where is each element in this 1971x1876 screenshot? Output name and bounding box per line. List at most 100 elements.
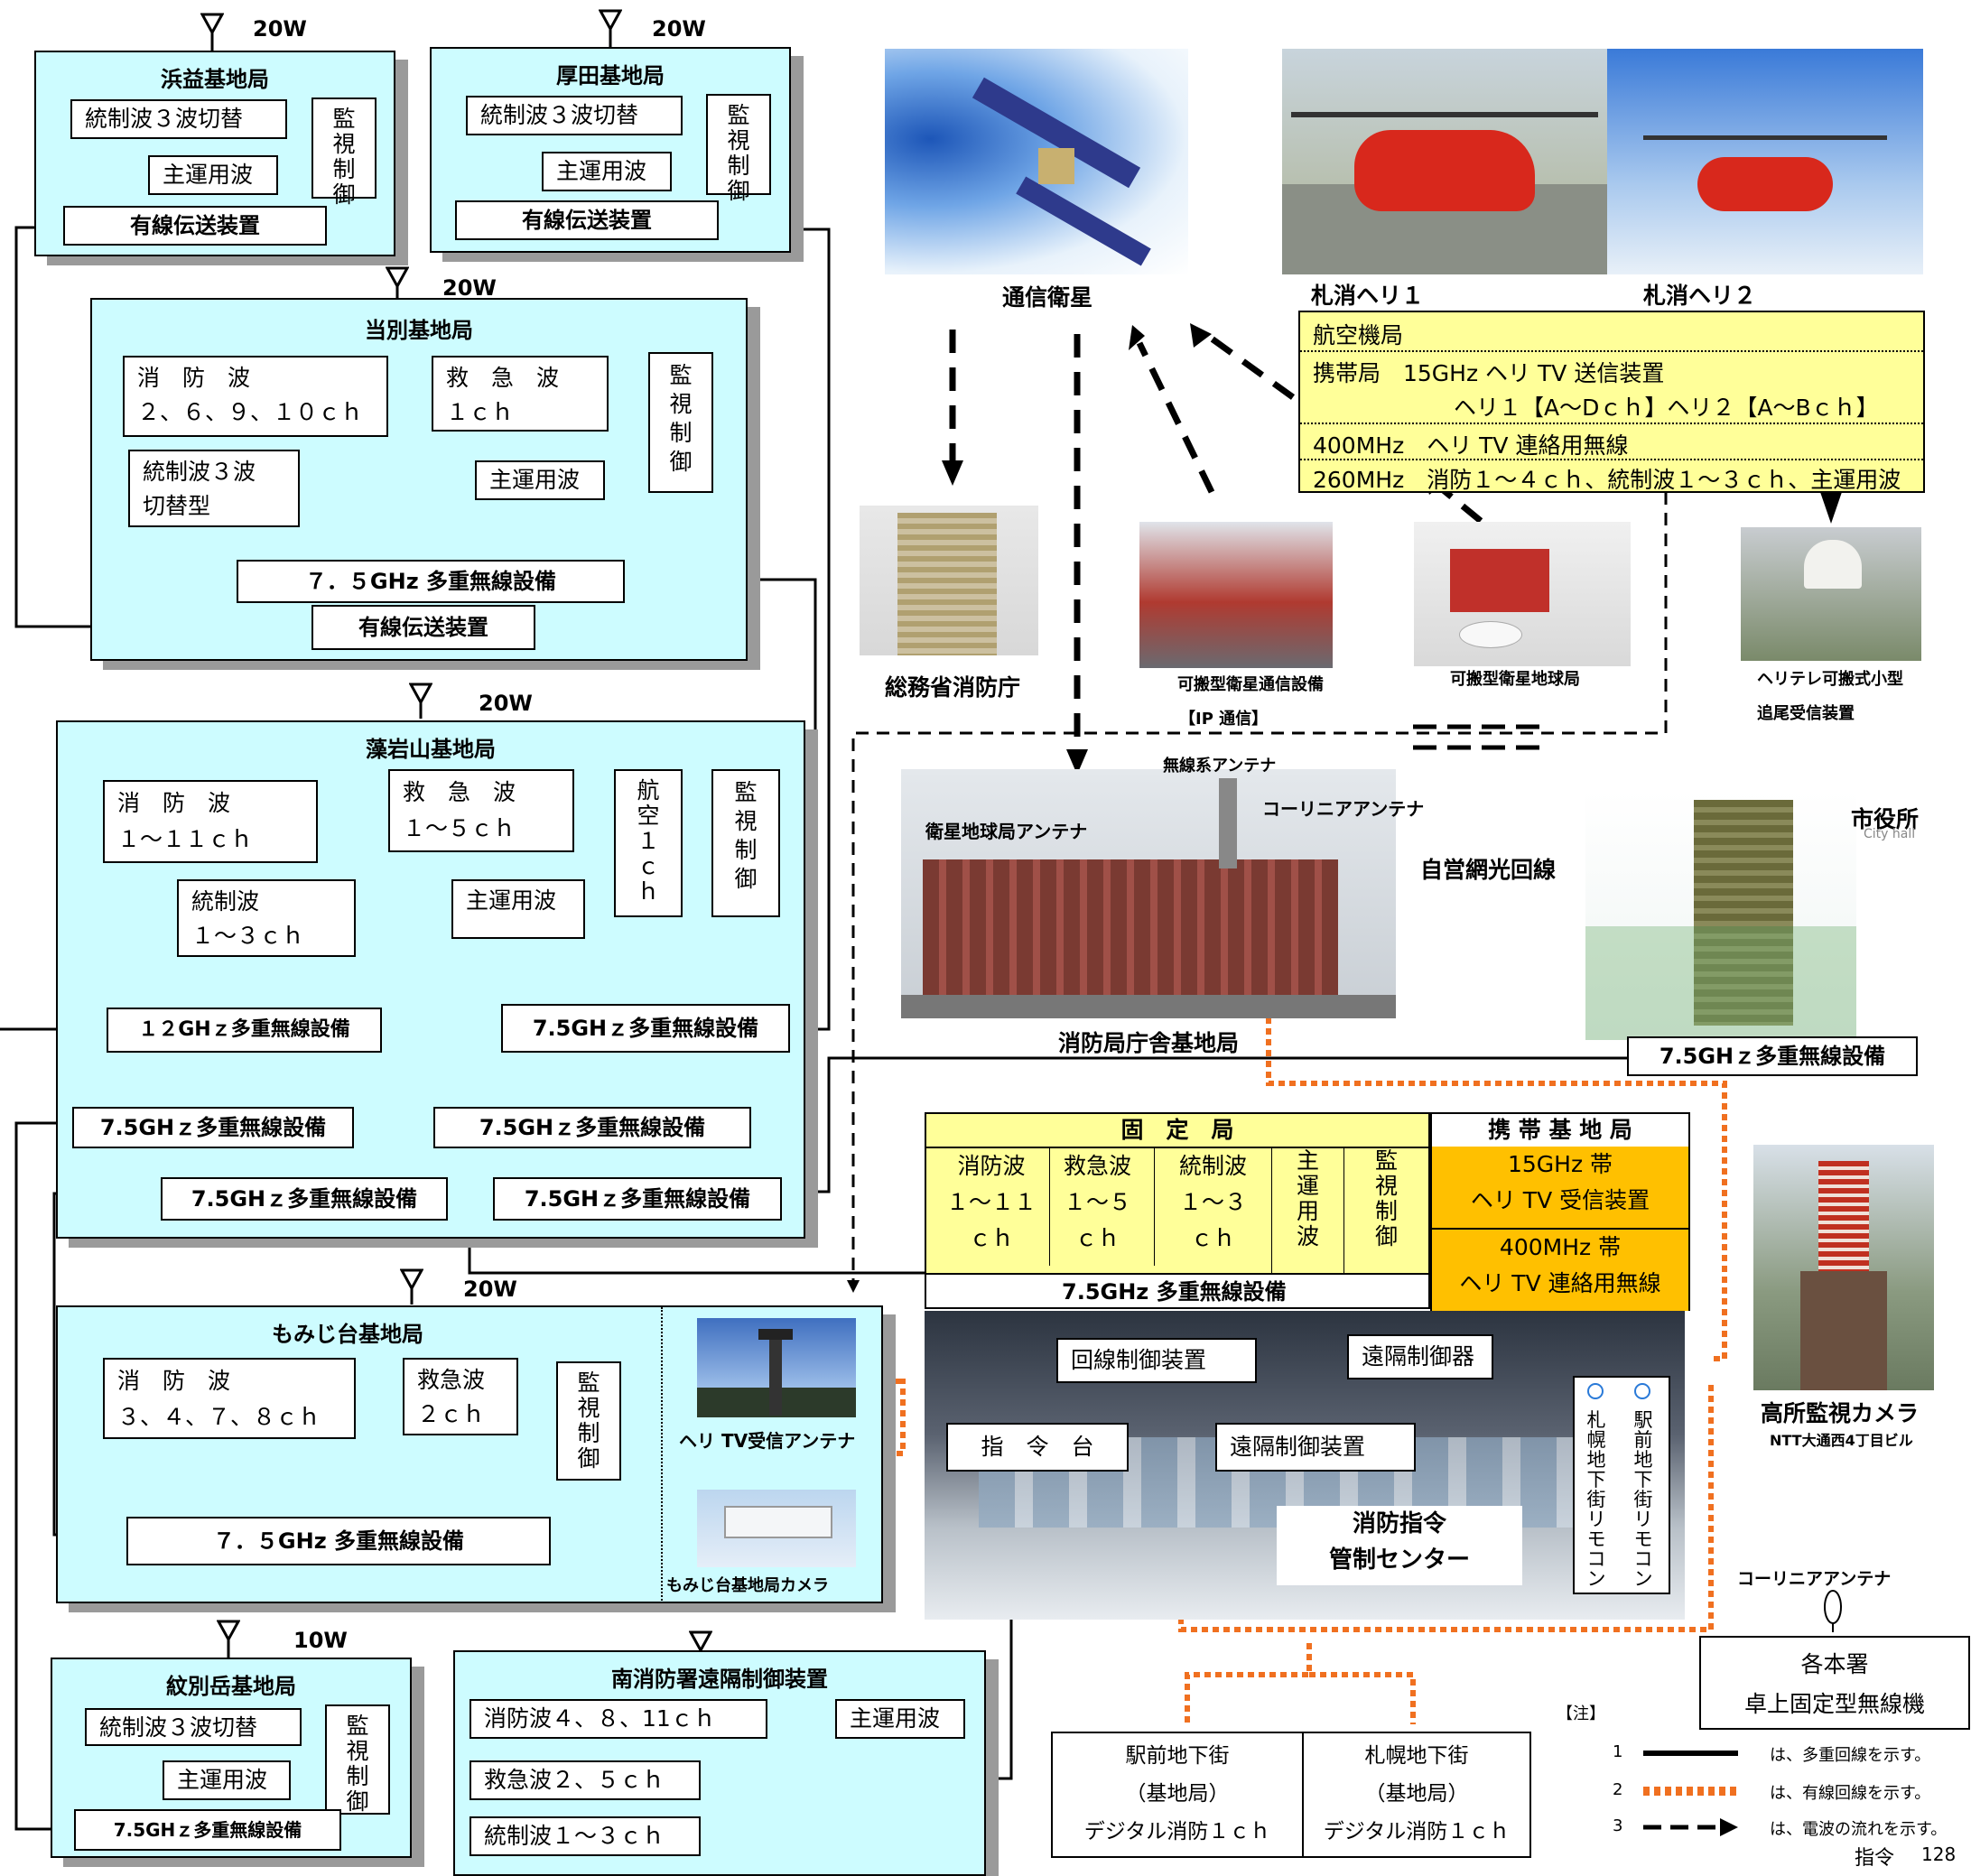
heli2-label: 札消ヘリ２ (1643, 283, 1757, 309)
aviation-wave-box: 航 空 １ ｃ ｈ (614, 769, 683, 917)
sat-antenna-label: 衛星地球局アンテナ (925, 821, 1088, 842)
main-wave-box: 主運用波 (148, 155, 278, 195)
fixed-fire-cell: 消防波 １～１１ ｃｈ (945, 1153, 1037, 1251)
station-title: 当別基地局 (365, 318, 473, 343)
antenna-icon (216, 1620, 241, 1658)
fixed-station-panel: 固 定 局 (925, 1112, 1430, 1275)
portable-sat-sub-label: 【IP 通信】 (1179, 710, 1269, 729)
line-control-device: 回線制御装置 (1056, 1338, 1257, 1383)
toseiha-sub-label: 切替型 (143, 493, 211, 519)
toseiha-box: 統制波 １～３ｃｈ (177, 879, 356, 957)
ekimae-channel: デジタル消防１ｃｈ (1083, 1820, 1271, 1843)
portable-sat-photo (1139, 522, 1333, 668)
city-hall-microwave-box: 7.5GHｚ多重無線設備 (1627, 1036, 1918, 1076)
microwave-box: 7.5GHｚ多重無線設備 (493, 1177, 782, 1221)
monitor-control-box: 監 視 制 御 (706, 94, 771, 204)
heli2-photo (1607, 49, 1923, 274)
command-center-name: 消防指令 管制センター (1277, 1506, 1522, 1585)
portable-sat-label: 可搬型衛星通信設備 (1177, 675, 1324, 694)
page-label: 指令 (1855, 1847, 1895, 1870)
fire-wave-label: 消 防 波 (137, 365, 251, 391)
ekimae-underground-remocon: 駅 前 地 下 街 リ モ コ ン (1633, 1409, 1653, 1590)
mobile-400mhz-band: 400MHz 帯 (1499, 1234, 1622, 1260)
satellite-photo (885, 49, 1188, 274)
mobile-15ghz-cell: 15GHz 帯 ヘリ TV 受信装置 (1432, 1147, 1688, 1230)
power-label: 20W (442, 275, 497, 301)
mobile-15ghz-band: 15GHz 帯 (1507, 1151, 1613, 1177)
remote-controller: 遠隔制御器 (1347, 1334, 1493, 1379)
ekimae-cell: 駅前地下街 （基地局） デジタル消防１ｃｈ (1053, 1733, 1304, 1856)
power-label: 10W (293, 1628, 348, 1653)
fire-wave-label: 消 防 波 (117, 790, 231, 816)
toseiha-channels: １～３ｃｈ (191, 923, 305, 949)
camera-tower-sub-label: NTT大通西4丁目ビル (1770, 1432, 1913, 1449)
ambulance-wave-box: 救 急 波 １ｃｈ (432, 356, 609, 432)
collinear-antenna-label: コーリニアアンテナ (1262, 798, 1425, 820)
legend-text-1: は、多重回線を示す。 (1770, 1746, 1931, 1765)
wired-transmission-box: 有線伝送装置 (311, 605, 535, 650)
mobile-400mhz-device: ヘリ TV 連絡用無線 (1459, 1270, 1661, 1296)
page-number: 128 (1921, 1843, 1957, 1865)
fdma-label: 総務省消防庁 (885, 674, 1021, 701)
fire-wave-label: 消 防 波 (117, 1368, 231, 1394)
fire-wave-box: 消 防 波 ２、６、９、１０ｃｈ (123, 356, 388, 437)
command-console: 指 令 台 (946, 1423, 1129, 1472)
ambulance-wave-channels: １ｃｈ (446, 399, 515, 425)
400mhz-row: 400MHz ヘリ TV 連絡用無線 (1313, 432, 1629, 459)
station-title: 南消防署遠隔制御装置 (611, 1667, 828, 1692)
portable-earth-label: 可搬型衛星地球局 (1450, 670, 1580, 689)
heli1-label: 札消ヘリ１ (1311, 283, 1425, 309)
heli1-photo (1282, 49, 1607, 274)
microwave-box: ７．５GHz 多重無線設備 (126, 1517, 551, 1565)
microwave-box: 7.5GHｚ多重無線設備 (161, 1177, 448, 1221)
fire-wave-box: 消 防 波 ３、４、７、８ｃｈ (103, 1358, 356, 1439)
ambulance-wave-label: 救急波 (417, 1367, 486, 1393)
power-label: 20W (652, 16, 706, 42)
branch-line2: 卓上固定型無線機 (1743, 1691, 1925, 1717)
heli-tracker-photo (1741, 527, 1921, 661)
mobile-15ghz-device: ヘリ TV 受信装置 (1470, 1187, 1650, 1213)
divider (661, 1307, 663, 1603)
sapporo-name: 札幌地下街 (1364, 1744, 1469, 1768)
main-wave-box: 主運用波 (451, 879, 585, 939)
power-label: 20W (479, 691, 533, 716)
toseiha-label: 統制波３波 (143, 459, 256, 485)
fixed-toseiha-cell: 統制波 １～３ ｃｈ (1154, 1148, 1271, 1266)
legend-title: 【注】 (1557, 1704, 1605, 1723)
legend-num-3: 3 (1613, 1816, 1623, 1835)
heli-channel-row: ヘリ１【A～Dｃｈ】ヘリ２【A～Bｃｈ】 (1454, 395, 1879, 421)
camera-tower-photo (1753, 1145, 1934, 1390)
camera-tower-label: 高所監視カメラ (1761, 1400, 1920, 1426)
power-label: 20W (253, 16, 307, 42)
microwave-box: 7.5GHｚ多重無線設備 (433, 1107, 751, 1148)
mobile-station-header: 携 帯 基 地 局 (1432, 1114, 1688, 1148)
portable-station-row: 携帯局 15GHz ヘリ TV 送信装置 (1313, 360, 1665, 386)
wired-transmission-box: 有線伝送装置 (455, 200, 719, 240)
station-title: 浜益基地局 (161, 67, 269, 92)
heli-tv-antenna-label: ヘリ TV受信アンテナ (679, 1430, 856, 1452)
ambulance-wave-box: 救急波 ２ｃｈ (403, 1358, 518, 1435)
antenna-icon (598, 9, 623, 49)
fdma-building-photo (860, 506, 1038, 655)
toseiha-box: 統制波１～３ｃｈ (470, 1816, 701, 1856)
260mhz-row: 260MHz 消防１～４ｃｈ、統制波１～３ｃｈ、主運用波 (1313, 467, 1901, 493)
radio-antenna-label: 無線系アンテナ (1163, 757, 1277, 775)
wired-transmission-box: 有線伝送装置 (63, 206, 327, 246)
city-hall-label: 市役所 (1851, 806, 1920, 832)
mobile-400mhz-cell: 400MHz 帯 ヘリ TV 連絡用無線 (1432, 1230, 1688, 1311)
remocon-panel: 札 幌 地 下 街 リ モ コ ン 駅 前 地 下 街 リ モ コ ン (1573, 1376, 1670, 1594)
command-center-name-line2: 管制センター (1328, 1546, 1470, 1574)
main-wave-box: 主運用波 (163, 1760, 291, 1800)
ambulance-wave-box: 救 急 波 １～５ｃｈ (388, 769, 574, 852)
microwave-12ghz-box: １２GHｚ多重無線設備 (107, 1008, 382, 1053)
legend-text-3: は、電波の流れを示す。 (1770, 1820, 1948, 1839)
main-wave-box: 主運用波 (475, 460, 605, 500)
main-wave-box: 主運用波 (835, 1699, 965, 1739)
portable-earth-photo (1414, 522, 1631, 666)
heli-info-box: 航空機局 携帯局 15GHz ヘリ TV 送信装置 ヘリ１【A～Dｃｈ】ヘリ２【… (1298, 311, 1925, 493)
sapporo-underground-remocon: 札 幌 地 下 街 リ モ コ ン (1586, 1409, 1606, 1590)
legend-num-2: 2 (1613, 1780, 1623, 1799)
city-hall-photo (1585, 791, 1856, 1040)
branch-line1: 各本署 (1800, 1651, 1869, 1677)
ambulance-wave-label: 救 急 波 (403, 779, 516, 805)
